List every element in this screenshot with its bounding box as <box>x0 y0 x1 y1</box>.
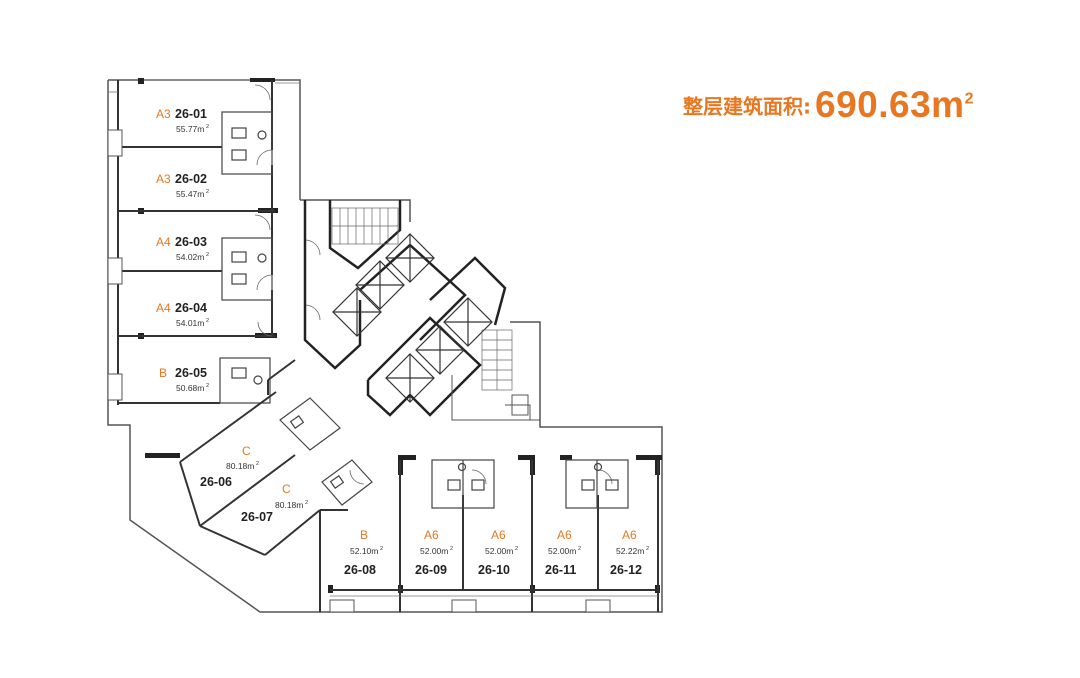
diagonal-bathrooms <box>279 397 373 506</box>
unit-26-05: B 26-05 50.68m 2 <box>159 366 209 393</box>
total-area-label: 整层建筑面积: <box>683 94 811 119</box>
unit-area-sup: 2 <box>578 546 581 552</box>
unit-number: 26-10 <box>478 563 510 577</box>
unit-number: 26-09 <box>415 563 447 577</box>
unit-type: B <box>159 366 167 380</box>
ac-units-left <box>107 129 123 401</box>
unit-number: 26-11 <box>545 563 576 577</box>
unit-area: 52.22m <box>616 546 644 556</box>
unit-26-06: C 80.18m 2 26-06 <box>200 444 259 489</box>
unit-number: 26-01 <box>175 107 207 121</box>
unit-area-sup: 2 <box>515 546 518 552</box>
unit-26-08: B 52.10m 2 26-08 <box>344 528 383 577</box>
unit-area: 54.01m <box>176 318 204 328</box>
unit-26-04: A4 26-04 54.01m 2 <box>156 301 209 328</box>
unit-26-12: A6 52.22m 2 26-12 <box>610 528 649 577</box>
unit-number: 26-05 <box>175 366 207 380</box>
unit-type: A3 <box>156 172 171 186</box>
unit-type: A6 <box>424 528 439 542</box>
unit-number: 26-06 <box>200 475 232 489</box>
unit-number: 26-07 <box>241 510 273 524</box>
elevators <box>332 233 493 403</box>
windows <box>108 79 658 597</box>
unit-area: 80.18m <box>275 500 303 510</box>
unit-area: 52.00m <box>548 546 576 556</box>
unit-26-02: A3 26-02 55.47m 2 <box>156 172 209 199</box>
unit-number: 26-08 <box>344 563 376 577</box>
unit-area-sup: 2 <box>380 546 383 552</box>
unit-type: B <box>360 528 368 542</box>
unit-area: 55.77m <box>176 124 204 134</box>
core-walls <box>303 200 507 417</box>
unit-area: 52.00m <box>420 546 448 556</box>
unit-number: 26-12 <box>610 563 642 577</box>
unit-26-11: A6 52.00m 2 26-11 <box>545 528 581 577</box>
left-bathrooms <box>219 111 273 404</box>
outer-walls <box>107 79 663 613</box>
unit-number: 26-02 <box>175 172 207 186</box>
unit-area-sup: 2 <box>646 546 649 552</box>
diagonal-units <box>179 359 321 556</box>
unit-area: 50.68m <box>176 383 204 393</box>
unit-type: A4 <box>156 301 171 315</box>
total-area-sup: 2 <box>964 90 974 108</box>
unit-area: 55.47m <box>176 189 204 199</box>
unit-26-10: A6 52.00m 2 26-10 <box>478 528 518 577</box>
total-area-number: 690.63m <box>815 84 965 125</box>
door-swings <box>254 84 613 485</box>
unit-type: A6 <box>622 528 637 542</box>
total-floor-area: 整层建筑面积:690.63m2 <box>683 84 974 134</box>
unit-26-07: C 80.18m 2 26-07 <box>241 482 308 524</box>
unit-area-sup: 2 <box>206 318 209 324</box>
unit-area-sup: 2 <box>206 124 209 130</box>
bottom-bathrooms <box>431 459 629 509</box>
unit-area: 52.00m <box>485 546 513 556</box>
unit-number: 26-04 <box>175 301 207 315</box>
core-corridor <box>451 375 540 421</box>
ac-units-bottom <box>329 599 611 613</box>
unit-26-03: A4 26-03 54.02m 2 <box>156 235 209 262</box>
unit-type: A4 <box>156 235 171 249</box>
unit-area: 52.10m <box>350 546 378 556</box>
unit-26-01: A3 26-01 55.77m 2 <box>156 107 209 134</box>
unit-area-sup: 2 <box>206 383 209 389</box>
unit-26-09: A6 52.00m 2 26-09 <box>415 528 453 577</box>
bottom-units <box>319 460 659 612</box>
unit-type: C <box>282 482 291 496</box>
unit-area-sup: 2 <box>206 189 209 195</box>
unit-area: 80.18m <box>226 461 254 471</box>
unit-area-sup: 2 <box>450 546 453 552</box>
unit-type: A6 <box>557 528 572 542</box>
stairs <box>331 207 513 391</box>
unit-area-sup: 2 <box>305 500 308 506</box>
unit-area-sup: 2 <box>256 461 259 467</box>
unit-type: C <box>242 444 251 458</box>
unit-area: 54.02m <box>176 252 204 262</box>
unit-area-sup: 2 <box>206 252 209 258</box>
unit-type: A3 <box>156 107 171 121</box>
unit-type: A6 <box>491 528 506 542</box>
unit-number: 26-03 <box>175 235 207 249</box>
total-area-value: 690.63m2 <box>815 84 974 125</box>
